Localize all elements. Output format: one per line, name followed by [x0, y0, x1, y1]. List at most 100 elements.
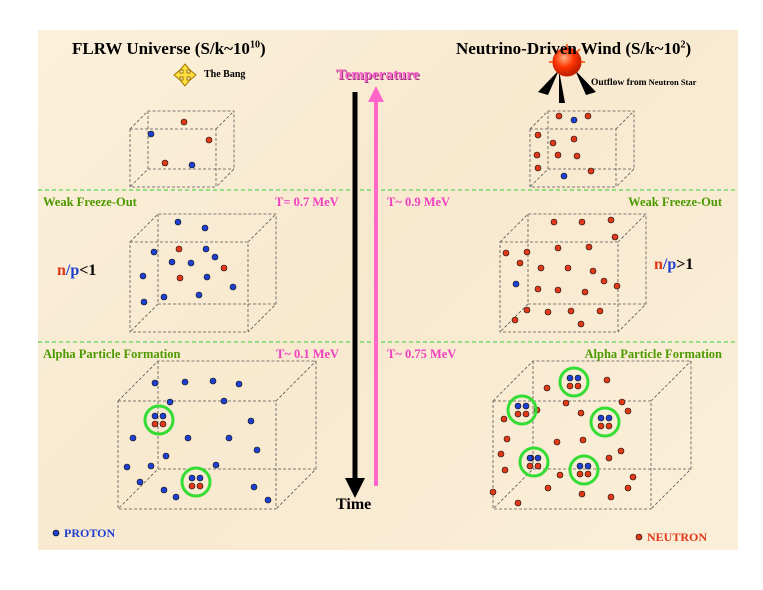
alpha-cluster-proton: [574, 374, 582, 382]
legend-proton-dot: [52, 529, 60, 537]
cube-flrw-weak-freeze-out: [129, 213, 277, 333]
particle: [500, 415, 508, 423]
alpha-cluster-proton: [584, 462, 592, 470]
particle: [603, 376, 611, 384]
legend-neutron-dot: [635, 533, 643, 541]
particle: [168, 258, 176, 266]
particle: [624, 484, 632, 492]
particle: [579, 436, 587, 444]
particle: [577, 320, 585, 328]
particle: [589, 267, 597, 275]
alpha-cluster-proton: [534, 454, 542, 462]
alpha-cluster-neutron: [597, 422, 605, 430]
particle: [570, 135, 578, 143]
cube-wind-initial: [529, 110, 635, 188]
alpha-cluster-ring: [143, 404, 175, 436]
temp-right-alpha: T~ 0.75 MeV: [387, 347, 457, 361]
particle: [181, 378, 189, 386]
particle: [624, 407, 632, 415]
temp-left-alpha: T~ 0.1 MeV: [276, 347, 340, 361]
left-np-ratio: n/p<1: [57, 262, 97, 279]
particle: [617, 447, 625, 455]
left-alpha-formation-label: Alpha Particle Formation: [43, 347, 181, 361]
particle: [554, 244, 562, 252]
particle: [264, 496, 272, 504]
alpha-cluster-neutron: [151, 420, 159, 428]
particle: [584, 112, 592, 120]
particle: [567, 307, 575, 315]
particle: [123, 463, 131, 471]
particle: [212, 461, 220, 469]
time-label: Time: [336, 496, 372, 513]
right-alpha-formation-label: Alpha Particle Formation: [584, 347, 722, 361]
particle: [523, 248, 531, 256]
particle: [187, 259, 195, 267]
particle: [618, 398, 626, 406]
particle: [512, 280, 520, 288]
particle: [503, 435, 511, 443]
particle: [523, 306, 531, 314]
particle: [605, 454, 613, 462]
alpha-cluster-ring: [506, 394, 538, 426]
cube-wind-alpha-formation: [492, 360, 692, 510]
alpha-cluster-proton: [566, 374, 574, 382]
right-title: Neutrino-Driven Wind (S/k~102): [456, 39, 692, 58]
particle: [205, 136, 213, 144]
particle: [247, 417, 255, 425]
particle: [220, 397, 228, 405]
left-title: FLRW Universe (S/k~1010): [72, 39, 266, 58]
particle: [129, 434, 137, 442]
particle: [516, 259, 524, 267]
particle: [537, 264, 545, 272]
particle: [629, 473, 637, 481]
particle: [160, 293, 168, 301]
particle: [543, 384, 551, 392]
alpha-cluster-proton: [576, 462, 584, 470]
particle: [581, 288, 589, 296]
temperature-label: Temperature: [336, 67, 420, 83]
alpha-cluster-proton: [188, 474, 196, 482]
particle: [611, 233, 619, 241]
particle: [176, 274, 184, 282]
particle: [534, 131, 542, 139]
particle: [533, 151, 541, 159]
particle: [514, 499, 522, 507]
particle: [549, 139, 557, 147]
alpha-cluster-ring: [518, 446, 550, 478]
particle: [534, 285, 542, 293]
alpha-cluster-neutron: [574, 382, 582, 390]
temp-right-weak: T~ 0.9 MeV: [387, 195, 451, 209]
particle: [556, 471, 564, 479]
particle: [573, 152, 581, 160]
alpha-cluster-proton: [514, 402, 522, 410]
particle: [596, 307, 604, 315]
neutron-star-icon: [538, 44, 596, 103]
alpha-cluster-proton: [597, 414, 605, 422]
particle: [225, 434, 233, 442]
alpha-cluster-neutron: [576, 470, 584, 478]
alpha-cluster-neutron: [514, 410, 522, 418]
particle: [161, 159, 169, 167]
alpha-cluster-neutron: [188, 482, 196, 490]
particle: [201, 224, 209, 232]
particle: [162, 452, 170, 460]
cube-flrw-initial: [129, 110, 235, 188]
particle: [220, 264, 228, 272]
alpha-cluster-neutron: [605, 422, 613, 430]
diagram-canvas: FLRW Universe (S/k~1010) Neutrino-Driven…: [38, 30, 738, 550]
particle: [195, 291, 203, 299]
alpha-cluster-proton: [151, 412, 159, 420]
alpha-cluster-ring: [558, 366, 590, 398]
particle: [534, 164, 542, 172]
particle: [160, 486, 168, 494]
particle: [489, 488, 497, 496]
particle: [600, 277, 608, 285]
bang-label: The Bang: [204, 69, 246, 80]
alpha-cluster-neutron: [534, 462, 542, 470]
alpha-cluster-neutron: [566, 382, 574, 390]
particle: [587, 167, 595, 175]
diagram-art: [38, 44, 738, 541]
alpha-cluster-neutron: [584, 470, 592, 478]
particle: [175, 245, 183, 253]
bang-icon: [173, 63, 197, 87]
